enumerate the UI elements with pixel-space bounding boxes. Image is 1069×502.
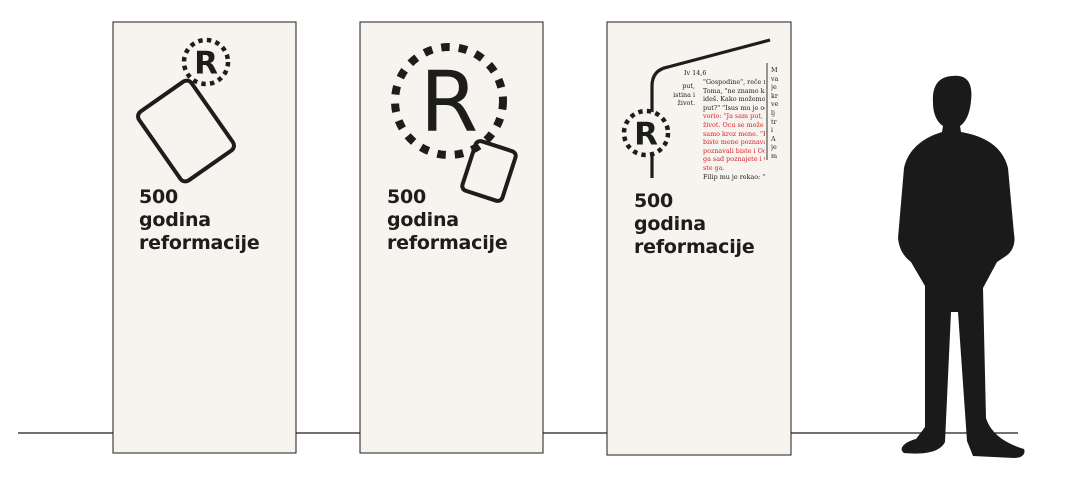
r-logo-dotted-ring: [391, 43, 507, 159]
book-text-line: ga sad poznajete i vidjeli: [703, 155, 765, 164]
book-text-line: ideš. Kako možemo znati: [703, 95, 765, 104]
book-next-column-fragment: m: [771, 151, 778, 160]
book-text-line: Toma, "ne znamo kamo: [703, 86, 765, 95]
r-logo-dotted-ring: [181, 37, 231, 87]
book-next-column-fragment: A: [771, 134, 776, 143]
tablet-icon: [460, 139, 518, 203]
book-text-line: vorio: "Ja sam put, istina i: [703, 112, 765, 121]
book-next-column-fragment: je: [771, 83, 777, 92]
r-logo-letter: R: [634, 117, 658, 153]
panel-3-background: [606, 21, 792, 456]
r-logo-letter: R: [420, 53, 478, 151]
book-side-word: put,: [682, 82, 695, 90]
book-heading: Iv 14,6: [684, 69, 707, 77]
book-text-line: samo kroz mene. "Kad: [703, 129, 765, 138]
book-text-line: "Gospodine", reče mu je: [703, 78, 765, 86]
panel-1-title: 500 godina reformacije: [139, 186, 260, 254]
tablet-frame-outline: [650, 38, 771, 178]
book-main-column: "Gospodine", reče mu jeToma, "ne znamo k…: [703, 78, 765, 181]
r-logo-dotted-ring: [621, 108, 671, 158]
book-text-line: biste mene poznavali,: [703, 138, 765, 147]
tablet-icon: [136, 78, 236, 184]
human-silhouette: [898, 75, 1025, 458]
panel-1-background: [112, 21, 297, 454]
book-next-column-fragment: M: [771, 66, 778, 74]
book-next-column-fragment: ve: [771, 100, 779, 109]
panel-3-title: 500 godina reformacije: [634, 190, 755, 258]
r-logo-letter: R: [194, 46, 218, 82]
banner-panel-2: R: [359, 21, 544, 454]
book-next-column-fragment: va: [771, 74, 779, 83]
banner-panel-3: R: [606, 21, 792, 456]
panel-2-background: [359, 21, 544, 454]
book-text-line: život. Ocu se može doći: [703, 120, 765, 129]
book-text-line: put?" "Isus mu je odgo-: [703, 103, 765, 112]
book-text-line: Filip mu je rekao: "Gos-: [703, 172, 765, 181]
book-side-word: život.: [677, 99, 695, 108]
book-text-line: ste ga.: [703, 163, 725, 172]
book-next-column-fragment: je: [771, 143, 777, 152]
book-next-column-fragment: tr: [771, 117, 777, 126]
book-next-column-fragment: lj: [771, 108, 776, 117]
book-side-word: istina i: [673, 90, 695, 99]
book-next-column-fragment: i: [771, 126, 774, 135]
banner-panel-1: R: [112, 21, 297, 454]
panel-2-title: 500 godina reformacije: [387, 186, 508, 254]
book-next-column-fragment: kr: [771, 91, 778, 100]
book-text-line: poznavali biste i Oca. Vi: [703, 146, 765, 155]
